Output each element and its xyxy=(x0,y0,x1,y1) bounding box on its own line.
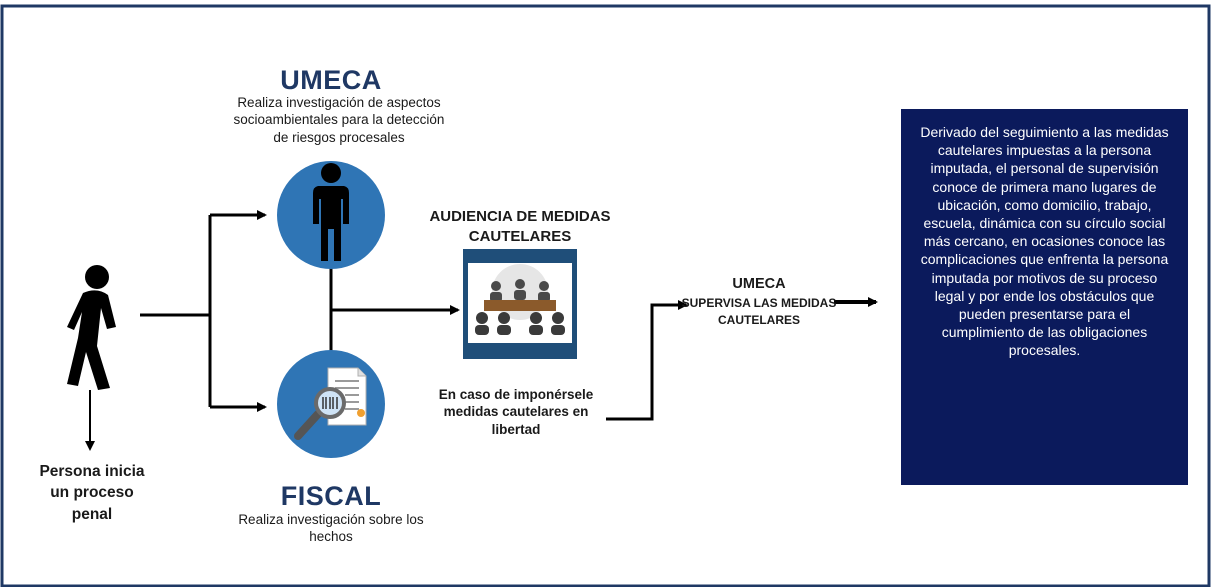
hearing-meeting-icon xyxy=(463,249,577,359)
umeca-right-title: UMECA xyxy=(732,276,786,292)
umeca-title: UMECA xyxy=(280,65,382,95)
fiscal-circle xyxy=(277,350,385,458)
umeca-right-subtitle: SUPERVISA LAS MEDIDAS CAUTELARES xyxy=(681,296,837,328)
umeca-description: Realiza investigación de aspectos socioa… xyxy=(233,95,445,145)
persona-label: Persona inicia un proceso penal xyxy=(39,463,145,523)
umeca-circle xyxy=(277,161,385,269)
info-box: Derivado del seguimiento a las medidas c… xyxy=(901,109,1188,485)
audiencia-title: AUDIENCIA DE MEDIDAS CAUTELARES xyxy=(429,208,611,245)
fiscal-title: FISCAL xyxy=(280,481,382,511)
walking-person-icon xyxy=(67,265,116,390)
fiscal-description: Realiza investigación sobre los hechos xyxy=(238,512,424,545)
info-box-text: Derivado del seguimiento a las medidas c… xyxy=(920,124,1169,359)
document-magnifier-icon xyxy=(294,367,367,440)
connectors xyxy=(85,210,878,451)
condition-text: En caso de imponérsele medidas cautelare… xyxy=(438,387,594,437)
standing-person-icon xyxy=(313,163,349,261)
arrow-condition-to-umeca xyxy=(606,300,688,421)
page-border xyxy=(0,4,1211,587)
